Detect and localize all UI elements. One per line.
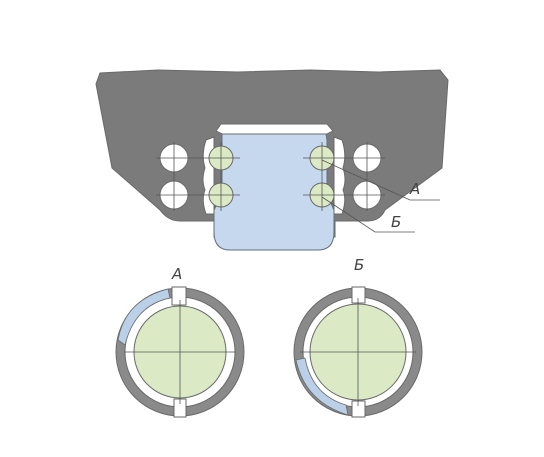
detail-a: А [115, 265, 245, 418]
detail-b-notch-bottom [351, 400, 366, 418]
callout-b: Б [391, 213, 401, 231]
detail-a-label: А [171, 265, 182, 283]
top-seal [215, 123, 334, 135]
centre-lines [156, 142, 385, 211]
detail-b-notch-top [351, 286, 366, 304]
detail-b-contact-zone [295, 357, 349, 416]
guide-rail [213, 127, 335, 251]
detail-a-contact-zone [117, 288, 171, 346]
callout-a: А [409, 180, 420, 198]
leader-line-b [321, 196, 415, 233]
detail-a-notch-top [171, 286, 187, 306]
raceway-right [333, 136, 346, 215]
carriage-section: А Б [95, 69, 449, 251]
detail-b-label: Б [354, 256, 364, 274]
detail-b: Б [293, 256, 423, 418]
leader-line-a [321, 159, 440, 201]
